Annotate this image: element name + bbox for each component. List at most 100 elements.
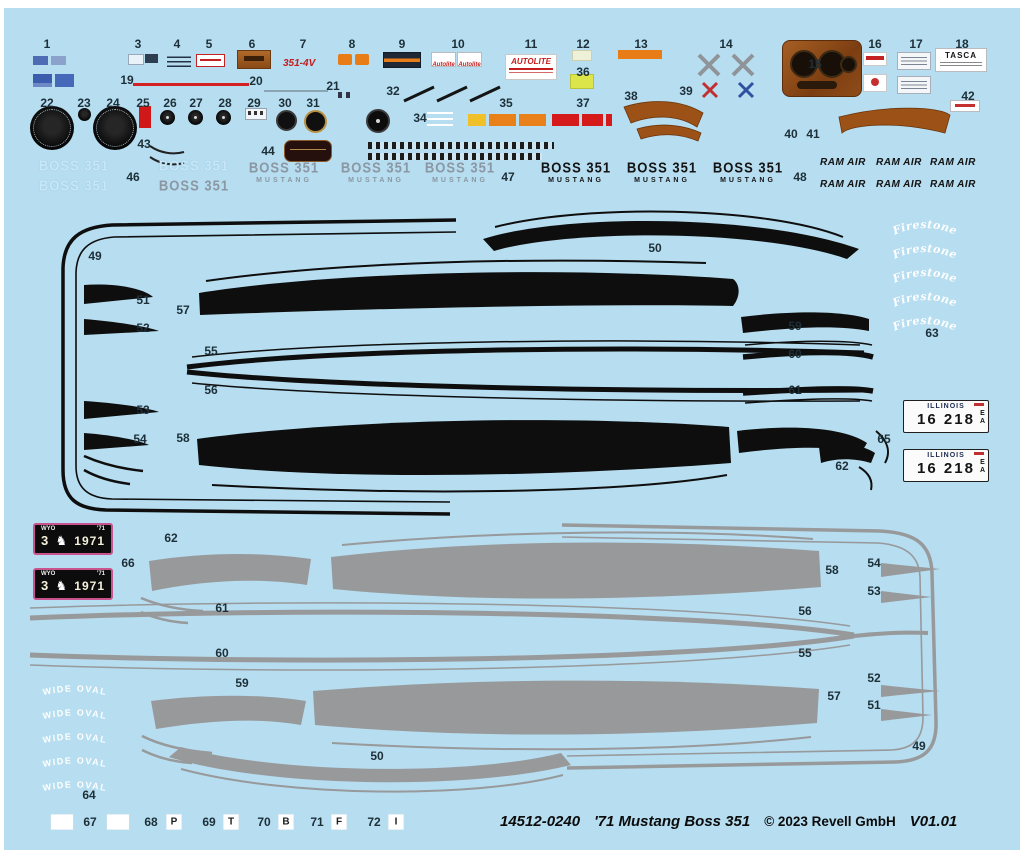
- part-number-11: 11: [524, 37, 538, 51]
- mustang-text: MUSTANG: [432, 177, 488, 184]
- part-number-41: 41: [806, 127, 820, 141]
- part-number-52: 52: [867, 671, 881, 685]
- part-number-32: 32: [386, 84, 400, 98]
- plate-sticker: [974, 452, 984, 455]
- blank-decal-box: [107, 814, 129, 830]
- plate-state-text: ILLINOIS: [927, 452, 965, 459]
- service-tag-decal: [128, 54, 144, 65]
- ram-air-decal: RAM AIR: [820, 157, 866, 168]
- part-number-5: 5: [205, 37, 213, 51]
- part-number-57: 57: [176, 303, 190, 317]
- gold-line: [290, 149, 326, 150]
- plate-year-text: 1971: [74, 578, 105, 593]
- engine-decal-351-4v: 351-4V: [283, 53, 315, 71]
- engine-code-decal: [51, 56, 66, 65]
- plate-main: 3♞1971: [35, 533, 111, 548]
- mustang-text: MUSTANG: [634, 177, 690, 184]
- plate-header: WYO'71: [35, 525, 111, 532]
- part-number-59: 59: [788, 319, 802, 333]
- ram-air-decal: RAM AIR: [876, 179, 922, 190]
- part-number-4: 4: [173, 37, 181, 51]
- mustang-text: MUSTANG: [720, 177, 776, 184]
- letter-decal-I: I: [388, 814, 404, 830]
- orange-badge-decal: [338, 54, 352, 65]
- ram-air-decal: RAM AIR: [930, 179, 976, 190]
- gauge-center: [194, 116, 197, 119]
- boss-351-decal: BOSS 351: [150, 157, 238, 174]
- red-line: [200, 59, 221, 61]
- letter-decal-T: T: [223, 814, 239, 830]
- text-lines-decal: [167, 54, 191, 67]
- part-number-49: 49: [88, 249, 102, 263]
- part-number-34: 34: [413, 111, 427, 125]
- part-number-68: 68: [144, 815, 158, 829]
- small-gauge-decal: [78, 108, 91, 121]
- letter-decal-F: F: [331, 814, 347, 830]
- bucking-horse-icon: ♞: [55, 577, 68, 593]
- part-number-29: 29: [247, 96, 261, 110]
- plate-number-text: 3: [41, 578, 49, 593]
- gauge-center: [166, 116, 169, 119]
- part-number-42: 42: [961, 89, 975, 103]
- red-block-decal: [582, 114, 603, 126]
- tachometer-gauge-decal: [93, 106, 137, 150]
- part-number-46: 46: [126, 170, 140, 184]
- part-number-31: 31: [306, 96, 320, 110]
- valve-cover-decal: [33, 74, 52, 87]
- part-number-18: 18: [955, 37, 969, 51]
- autolite-sticker: Autolite: [457, 52, 482, 68]
- part-number-38: 38: [624, 89, 638, 103]
- plate-sticker: [974, 403, 984, 406]
- data-plate-decal: [897, 52, 931, 70]
- tasca-text: TASCA: [945, 51, 977, 60]
- part-sticker-decal: [196, 54, 225, 67]
- part-number-14: 14: [719, 37, 733, 51]
- part-number-9: 9: [398, 37, 406, 51]
- part-number-60: 60: [215, 646, 229, 660]
- valve-cover-decal: [55, 74, 74, 87]
- caution-fan-decal: CAUTION FAN: [618, 50, 662, 59]
- red-rectangle-decal: [139, 106, 151, 128]
- part-number-23: 23: [77, 96, 91, 110]
- dark-marks: [248, 111, 264, 115]
- part-number-6: 6: [248, 37, 256, 51]
- letter-decal-B: B: [278, 814, 294, 830]
- part-number-67: 67: [83, 815, 97, 829]
- plate-year-text: 1971: [74, 533, 105, 548]
- console-slot: [244, 56, 264, 61]
- plate-header: WYO'71: [35, 570, 111, 577]
- gauge-ring: [33, 109, 71, 147]
- engine-code-decal: [33, 56, 48, 65]
- part-number-62: 62: [164, 531, 178, 545]
- part-number-12: 12: [576, 37, 590, 51]
- part-number-36: 36: [576, 65, 590, 79]
- plate-main: 3 ♞ 1971: [35, 578, 111, 593]
- red-line: [509, 72, 553, 73]
- mustang-text: MUSTANG: [548, 177, 604, 184]
- text-lines: [901, 80, 927, 89]
- copyright-text: © 2023 Revell GmbH: [764, 814, 896, 829]
- boss-351-decal: BOSS 351: [150, 177, 238, 194]
- kit-title: '71 Mustang Boss 351: [594, 813, 751, 830]
- letter-decal-P: P: [166, 814, 182, 830]
- part-number-3: 3: [134, 37, 142, 51]
- part-number-35: 35: [499, 96, 513, 110]
- autolite-text: Autolite: [458, 62, 481, 68]
- part-number-52: 52: [136, 321, 150, 335]
- plate-state-text: WYO: [41, 571, 56, 577]
- plate-letter: A: [979, 467, 985, 474]
- boss-351-text: BOSS 351: [626, 158, 698, 177]
- part-number-50: 50: [370, 749, 384, 763]
- boss-351-text: BOSS 351: [38, 176, 110, 195]
- part-number-1: 1: [43, 37, 51, 51]
- boss-351-text: BOSS 351: [424, 158, 496, 177]
